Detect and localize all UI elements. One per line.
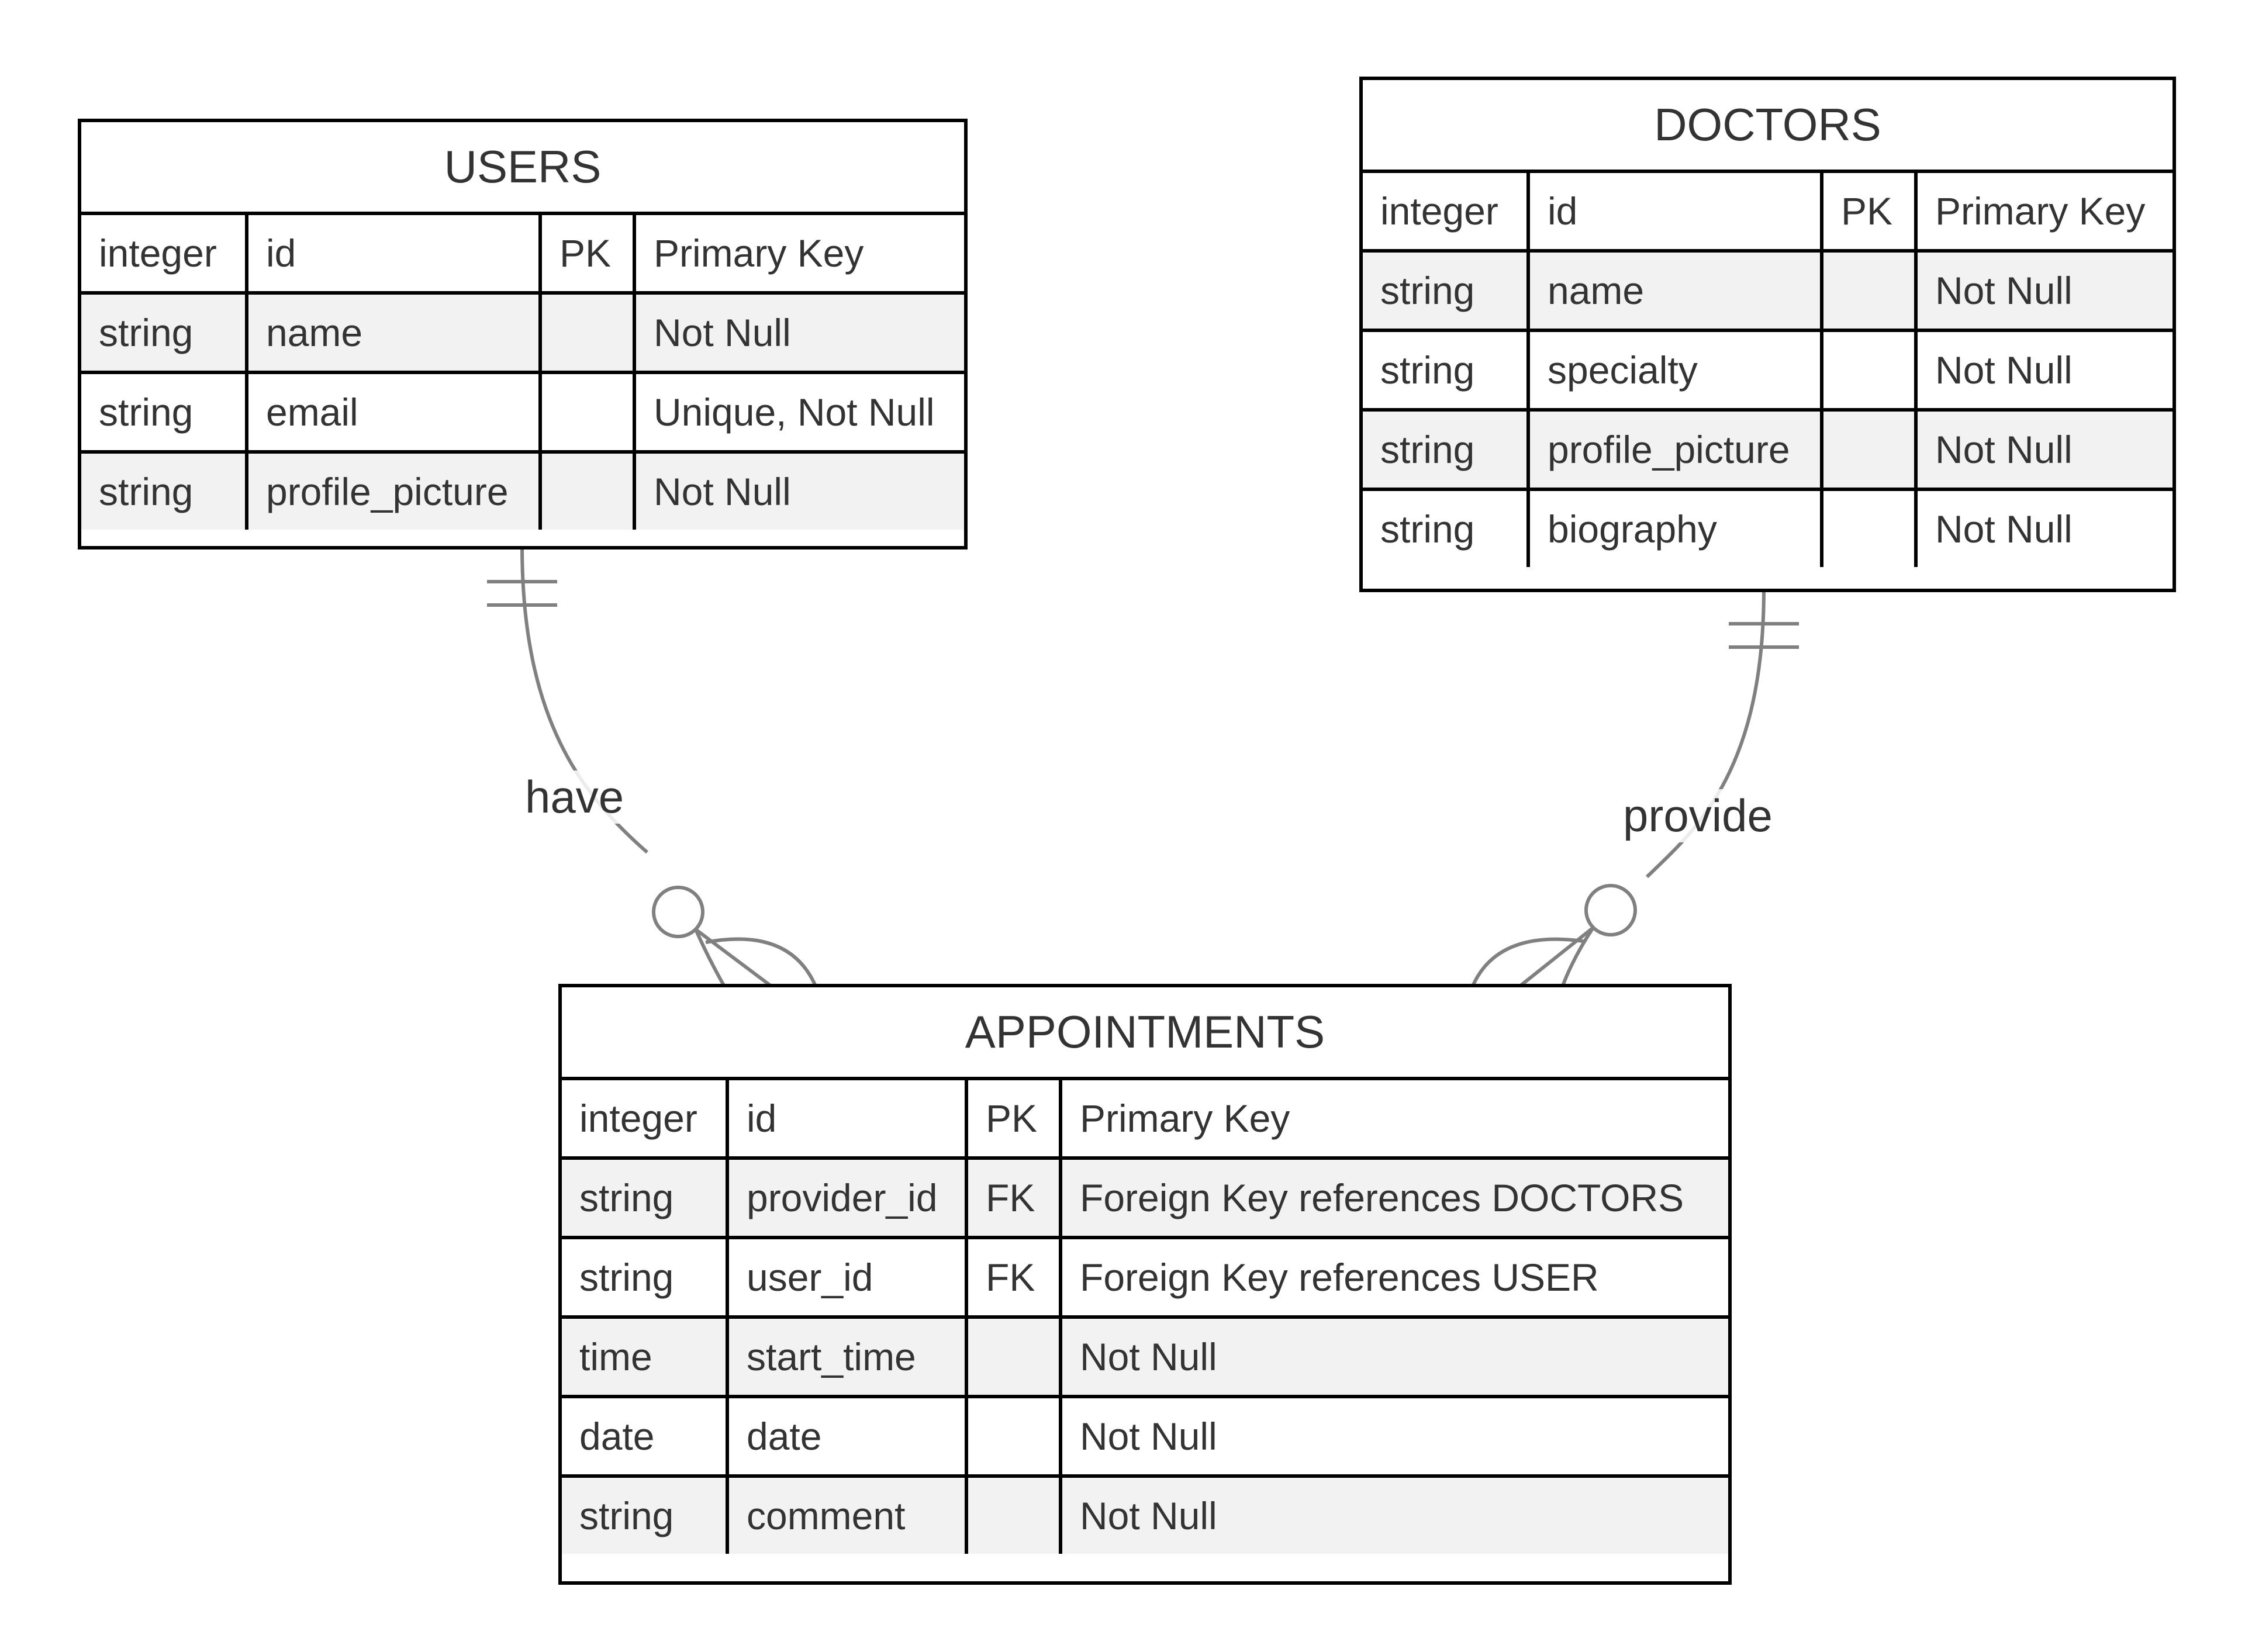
attribute-key (538, 450, 636, 530)
attribute-type: string (81, 291, 248, 374)
attribute-row: integer id PK Primary Key (81, 215, 964, 295)
attribute-row: string profile_picture Not Null (1363, 408, 2173, 491)
attribute-row: time start_time Not Null (562, 1315, 1728, 1398)
attribute-type: date (562, 1395, 729, 1478)
attribute-type: string (1363, 488, 1530, 567)
attribute-comment: Not Null (1059, 1474, 1728, 1554)
attribute-name: email (245, 371, 542, 454)
attribute-key (538, 291, 636, 374)
attribute-name: specialty (1526, 329, 1823, 412)
attribute-comment: Not Null (1059, 1395, 1728, 1478)
cardinality-zero-circle (652, 886, 704, 938)
attribute-name: start_time (726, 1315, 968, 1398)
attribute-key (965, 1395, 1062, 1478)
attribute-type: string (1363, 249, 1530, 332)
crows-foot-prong (1517, 926, 1594, 989)
attribute-key (1820, 408, 1918, 491)
attribute-comment: Primary Key (1914, 173, 2173, 253)
attribute-comment: Not Null (1914, 488, 2173, 567)
attribute-type: string (562, 1156, 729, 1239)
attribute-comment: Not Null (1914, 408, 2173, 491)
attribute-name: user_id (726, 1236, 968, 1319)
attribute-row: string user_id FK Foreign Key references… (562, 1236, 1728, 1319)
attribute-comment: Foreign Key references USER (1059, 1236, 1728, 1319)
attribute-comment: Not Null (633, 450, 964, 530)
attribute-name: profile_picture (1526, 408, 1823, 491)
attribute-key: FK (965, 1236, 1062, 1319)
crows-foot-prong (695, 928, 774, 989)
attribute-row: string comment Not Null (562, 1474, 1728, 1554)
attribute-name: id (245, 215, 542, 295)
attribute-name: id (726, 1080, 968, 1160)
attribute-key (965, 1474, 1062, 1554)
attribute-row: integer id PK Primary Key (562, 1080, 1728, 1160)
attribute-type: string (81, 371, 248, 454)
entity-appointments: APPOINTMENTS integer id PK Primary Key s… (558, 984, 1732, 1585)
attribute-comment: Not Null (1914, 249, 2173, 332)
attribute-type: integer (562, 1080, 729, 1160)
attribute-name: biography (1526, 488, 1823, 567)
crows-foot-prong (694, 928, 727, 989)
entity-users: USERS integer id PK Primary Key string n… (78, 119, 968, 549)
attribute-name: comment (726, 1474, 968, 1554)
crows-foot-prong (705, 937, 818, 989)
cardinality-zero-circle (1584, 884, 1637, 936)
attribute-row: string provider_id FK Foreign Key refere… (562, 1156, 1728, 1239)
attribute-row: integer id PK Primary Key (1363, 173, 2173, 253)
attribute-type: string (562, 1236, 729, 1319)
entity-title: APPOINTMENTS (562, 987, 1728, 1080)
attribute-table: integer id PK Primary Key string provide… (562, 1080, 1728, 1554)
attribute-row: string profile_picture Not Null (81, 450, 964, 530)
attribute-type: integer (1363, 173, 1530, 253)
attribute-comment: Primary Key (1059, 1080, 1728, 1160)
attribute-name: name (1526, 249, 1823, 332)
attribute-key (1820, 329, 1918, 412)
attribute-row: string specialty Not Null (1363, 329, 2173, 412)
attribute-row: string biography Not Null (1363, 488, 2173, 567)
attribute-key: PK (1820, 173, 1918, 253)
relationship-label-have: have (525, 770, 624, 824)
attribute-name: name (245, 291, 542, 374)
attribute-row: string email Unique, Not Null (81, 371, 964, 454)
attribute-table: integer id PK Primary Key string name No… (1363, 173, 2173, 567)
attribute-key (1820, 249, 1918, 332)
attribute-comment: Not Null (1914, 329, 2173, 412)
attribute-comment: Unique, Not Null (633, 371, 964, 454)
attribute-type: integer (81, 215, 248, 295)
entity-title: DOCTORS (1363, 80, 2173, 173)
attribute-comment: Not Null (633, 291, 964, 374)
attribute-key (965, 1315, 1062, 1398)
attribute-key (538, 371, 636, 454)
entity-title: USERS (81, 122, 964, 215)
attribute-row: date date Not Null (562, 1395, 1728, 1478)
attribute-comment: Primary Key (633, 215, 964, 295)
attribute-key (1820, 488, 1918, 567)
attribute-type: time (562, 1315, 729, 1398)
entity-doctors: DOCTORS integer id PK Primary Key string… (1359, 77, 2176, 592)
attribute-comment: Not Null (1059, 1315, 1728, 1398)
attribute-key: PK (538, 215, 636, 295)
attribute-comment: Foreign Key references DOCTORS (1059, 1156, 1728, 1239)
attribute-row: string name Not Null (1363, 249, 2173, 332)
attribute-name: date (726, 1395, 968, 1478)
attribute-table: integer id PK Primary Key string name No… (81, 215, 964, 530)
attribute-type: string (1363, 329, 1530, 412)
relationship-line-provide (1645, 589, 1766, 879)
attribute-row: string name Not Null (81, 291, 964, 374)
attribute-key: PK (965, 1080, 1062, 1160)
attribute-type: string (562, 1474, 729, 1554)
attribute-name: provider_id (726, 1156, 968, 1239)
relationship-line-have (520, 546, 648, 854)
crows-foot-prong (1560, 927, 1595, 989)
crows-foot-prong (1470, 937, 1584, 989)
attribute-key: FK (965, 1156, 1062, 1239)
attribute-name: profile_picture (245, 450, 542, 530)
attribute-type: string (1363, 408, 1530, 491)
attribute-name: id (1526, 173, 1823, 253)
attribute-type: string (81, 450, 248, 530)
relationship-label-provide: provide (1623, 789, 1773, 842)
